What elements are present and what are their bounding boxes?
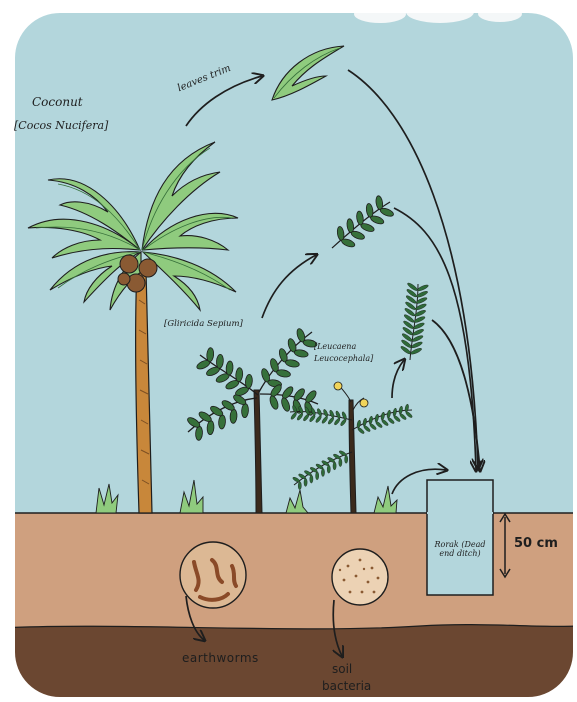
gliricidia-label: [Gliricida Sepium] <box>164 320 243 330</box>
leaflet <box>304 478 307 486</box>
bacteria-label: bacteria <box>322 680 371 694</box>
leucaena-label: [Leucaena <box>314 342 356 351</box>
earthworm-circle <box>180 542 246 608</box>
depth-label: 50 cm <box>514 537 558 552</box>
rorak-ditch <box>427 480 493 595</box>
soil-label: soil <box>332 663 352 677</box>
leaflet <box>333 462 336 470</box>
leucaena-scientific-label: Leucocephala] <box>314 354 373 363</box>
rorak-label: Rorak (Dead end ditch) <box>428 540 492 558</box>
leaflet <box>310 475 313 483</box>
leaflet <box>298 482 301 490</box>
leaflet <box>339 459 342 467</box>
leaflet <box>327 465 330 473</box>
leaflet <box>345 455 348 463</box>
leaflet <box>316 472 319 480</box>
coconut-label: Coconut <box>32 96 83 110</box>
earthworms-label: earthworms <box>182 652 259 666</box>
leaflet <box>321 468 324 476</box>
coconut-scientific-label: [Cocos Nucifera] <box>14 120 108 133</box>
subsoil-layer <box>0 625 577 702</box>
soil-bacteria-circle <box>332 549 388 605</box>
